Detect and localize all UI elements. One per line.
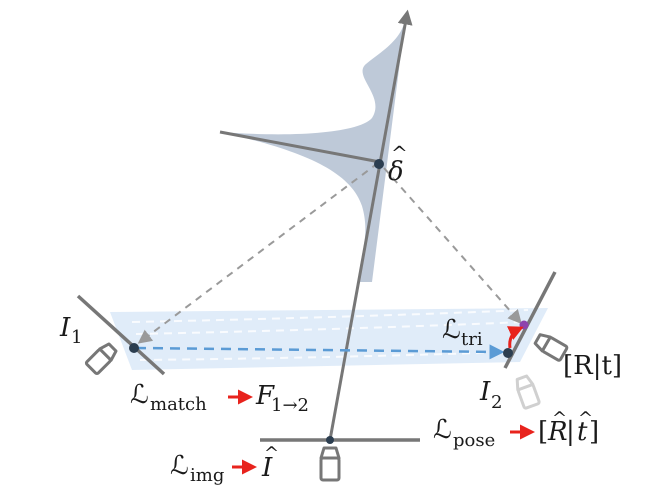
image-plane-1 bbox=[76, 294, 166, 376]
svg-text:R: R bbox=[547, 417, 568, 447]
svg-text:^: ^ bbox=[552, 408, 567, 429]
L-match-sub: match bbox=[150, 394, 207, 415]
depth-axis bbox=[328, 9, 413, 441]
tri-loss-curve bbox=[506, 326, 524, 349]
label-I1-sub: 1 bbox=[71, 327, 82, 348]
camera-2-estimated-icon bbox=[515, 374, 541, 410]
L-tri-sub: tri bbox=[461, 329, 483, 350]
camera-2-icon bbox=[533, 333, 569, 362]
Rt-label: [R|t] bbox=[563, 351, 622, 381]
point-ref bbox=[326, 436, 334, 444]
L-pose-script: ℒ bbox=[433, 415, 452, 445]
svg-text:t: t bbox=[577, 417, 588, 447]
I-hat-mark: ^ bbox=[264, 443, 279, 464]
L-match-script: ℒ bbox=[130, 380, 149, 410]
L-tri-script: ℒ bbox=[442, 315, 461, 345]
distribution-baseline bbox=[219, 130, 381, 164]
svg-text:^: ^ bbox=[578, 408, 593, 429]
image-plane-2 bbox=[503, 271, 557, 369]
L-img-script: ℒ bbox=[170, 451, 189, 481]
camera-1-icon bbox=[84, 342, 118, 376]
camera-ref-icon bbox=[319, 446, 341, 482]
label-I1: I bbox=[59, 313, 71, 343]
svg-text:|: | bbox=[566, 417, 575, 447]
label-I2-sub: 2 bbox=[491, 392, 502, 413]
label-I2: I bbox=[479, 377, 491, 407]
point-image-1 bbox=[129, 343, 139, 353]
F-label: F bbox=[255, 381, 275, 411]
F-sub: 1→2 bbox=[271, 395, 309, 416]
svg-text:[: [ bbox=[538, 417, 548, 447]
delta-hat-mark: ^ bbox=[391, 141, 408, 165]
view-frustum bbox=[110, 308, 548, 370]
projection-ray-1 bbox=[137, 162, 379, 344]
depth-point bbox=[374, 159, 384, 169]
delta-label: δ bbox=[388, 157, 404, 187]
point-image-2 bbox=[503, 348, 513, 358]
Rt-hat-label: [ R ^ | t ^ ] bbox=[538, 408, 599, 447]
L-img-sub: img bbox=[190, 465, 224, 486]
match-arrow bbox=[135, 344, 505, 360]
svg-text:]: ] bbox=[589, 417, 599, 447]
L-pose-sub: pose bbox=[453, 430, 495, 451]
projection-ray-2 bbox=[383, 167, 522, 325]
I-hat-label: I bbox=[261, 453, 273, 483]
